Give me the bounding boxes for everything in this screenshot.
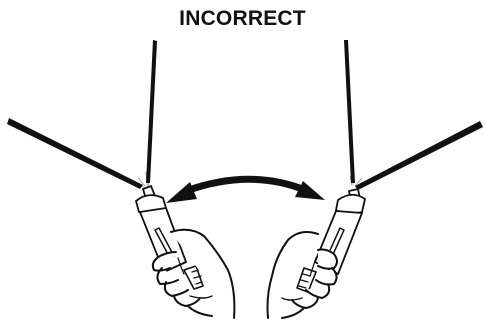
- right-spray-cone: [344, 40, 483, 190]
- right-hand-icon: [266, 231, 338, 319]
- left-spray-gun-icon: [135, 185, 204, 290]
- left-hand-icon: [151, 228, 236, 319]
- double-headed-curved-arrow-icon: [166, 175, 325, 203]
- diagram-title: INCORRECT: [179, 7, 306, 30]
- left-spray-cone: [7, 40, 157, 189]
